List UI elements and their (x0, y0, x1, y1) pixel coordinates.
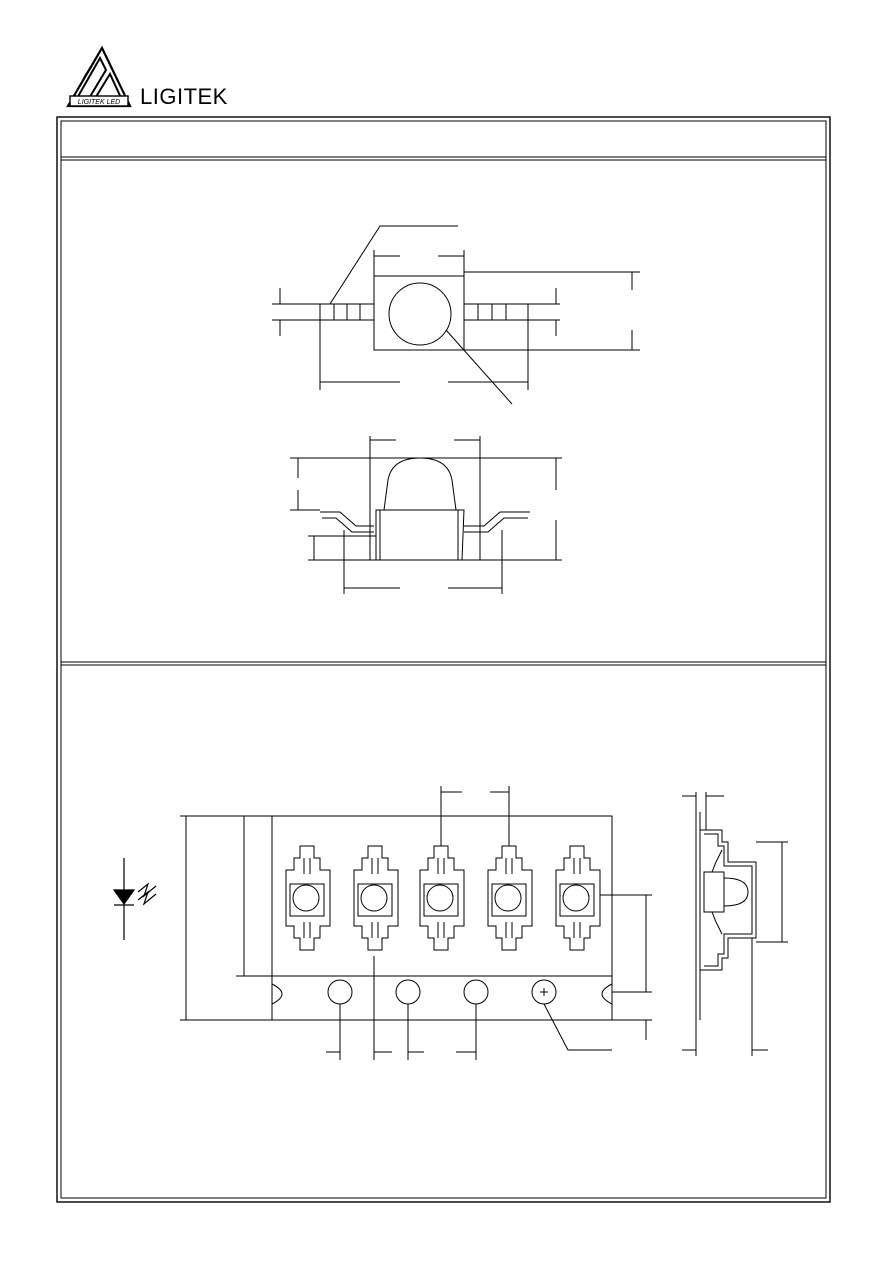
led-body-side (375, 509, 465, 561)
lens-dome (383, 457, 457, 511)
left-gullwing-lead (320, 511, 374, 527)
led-symbol-icon (112, 858, 157, 940)
tape-pocket (419, 845, 465, 951)
logo-text: LIGITEK LED (78, 99, 120, 106)
tape-pocket (353, 845, 399, 951)
sprocket-hole (327, 979, 353, 1005)
sheet-frame-outer (56, 116, 831, 1203)
tape-side-section-drawing (682, 792, 788, 1056)
side-view-drawing (290, 436, 562, 594)
right-gullwing-lead (464, 511, 530, 527)
carrier-tape-drawing (180, 786, 652, 1060)
lens-circle (388, 282, 452, 346)
tape-pocket (285, 845, 331, 951)
sheet-frame-inner (60, 120, 827, 1199)
sprocket-hole (463, 979, 489, 1005)
company-name: LIGITEK (140, 84, 228, 109)
right-lead (463, 303, 529, 321)
ligitek-logo-icon: LIGITEK LED (66, 45, 132, 108)
tape-outline (271, 815, 613, 977)
tape-pocket (555, 845, 601, 951)
sprocket-hole (395, 979, 421, 1005)
top-view-drawing (272, 225, 640, 405)
tape-pocket (487, 845, 533, 951)
